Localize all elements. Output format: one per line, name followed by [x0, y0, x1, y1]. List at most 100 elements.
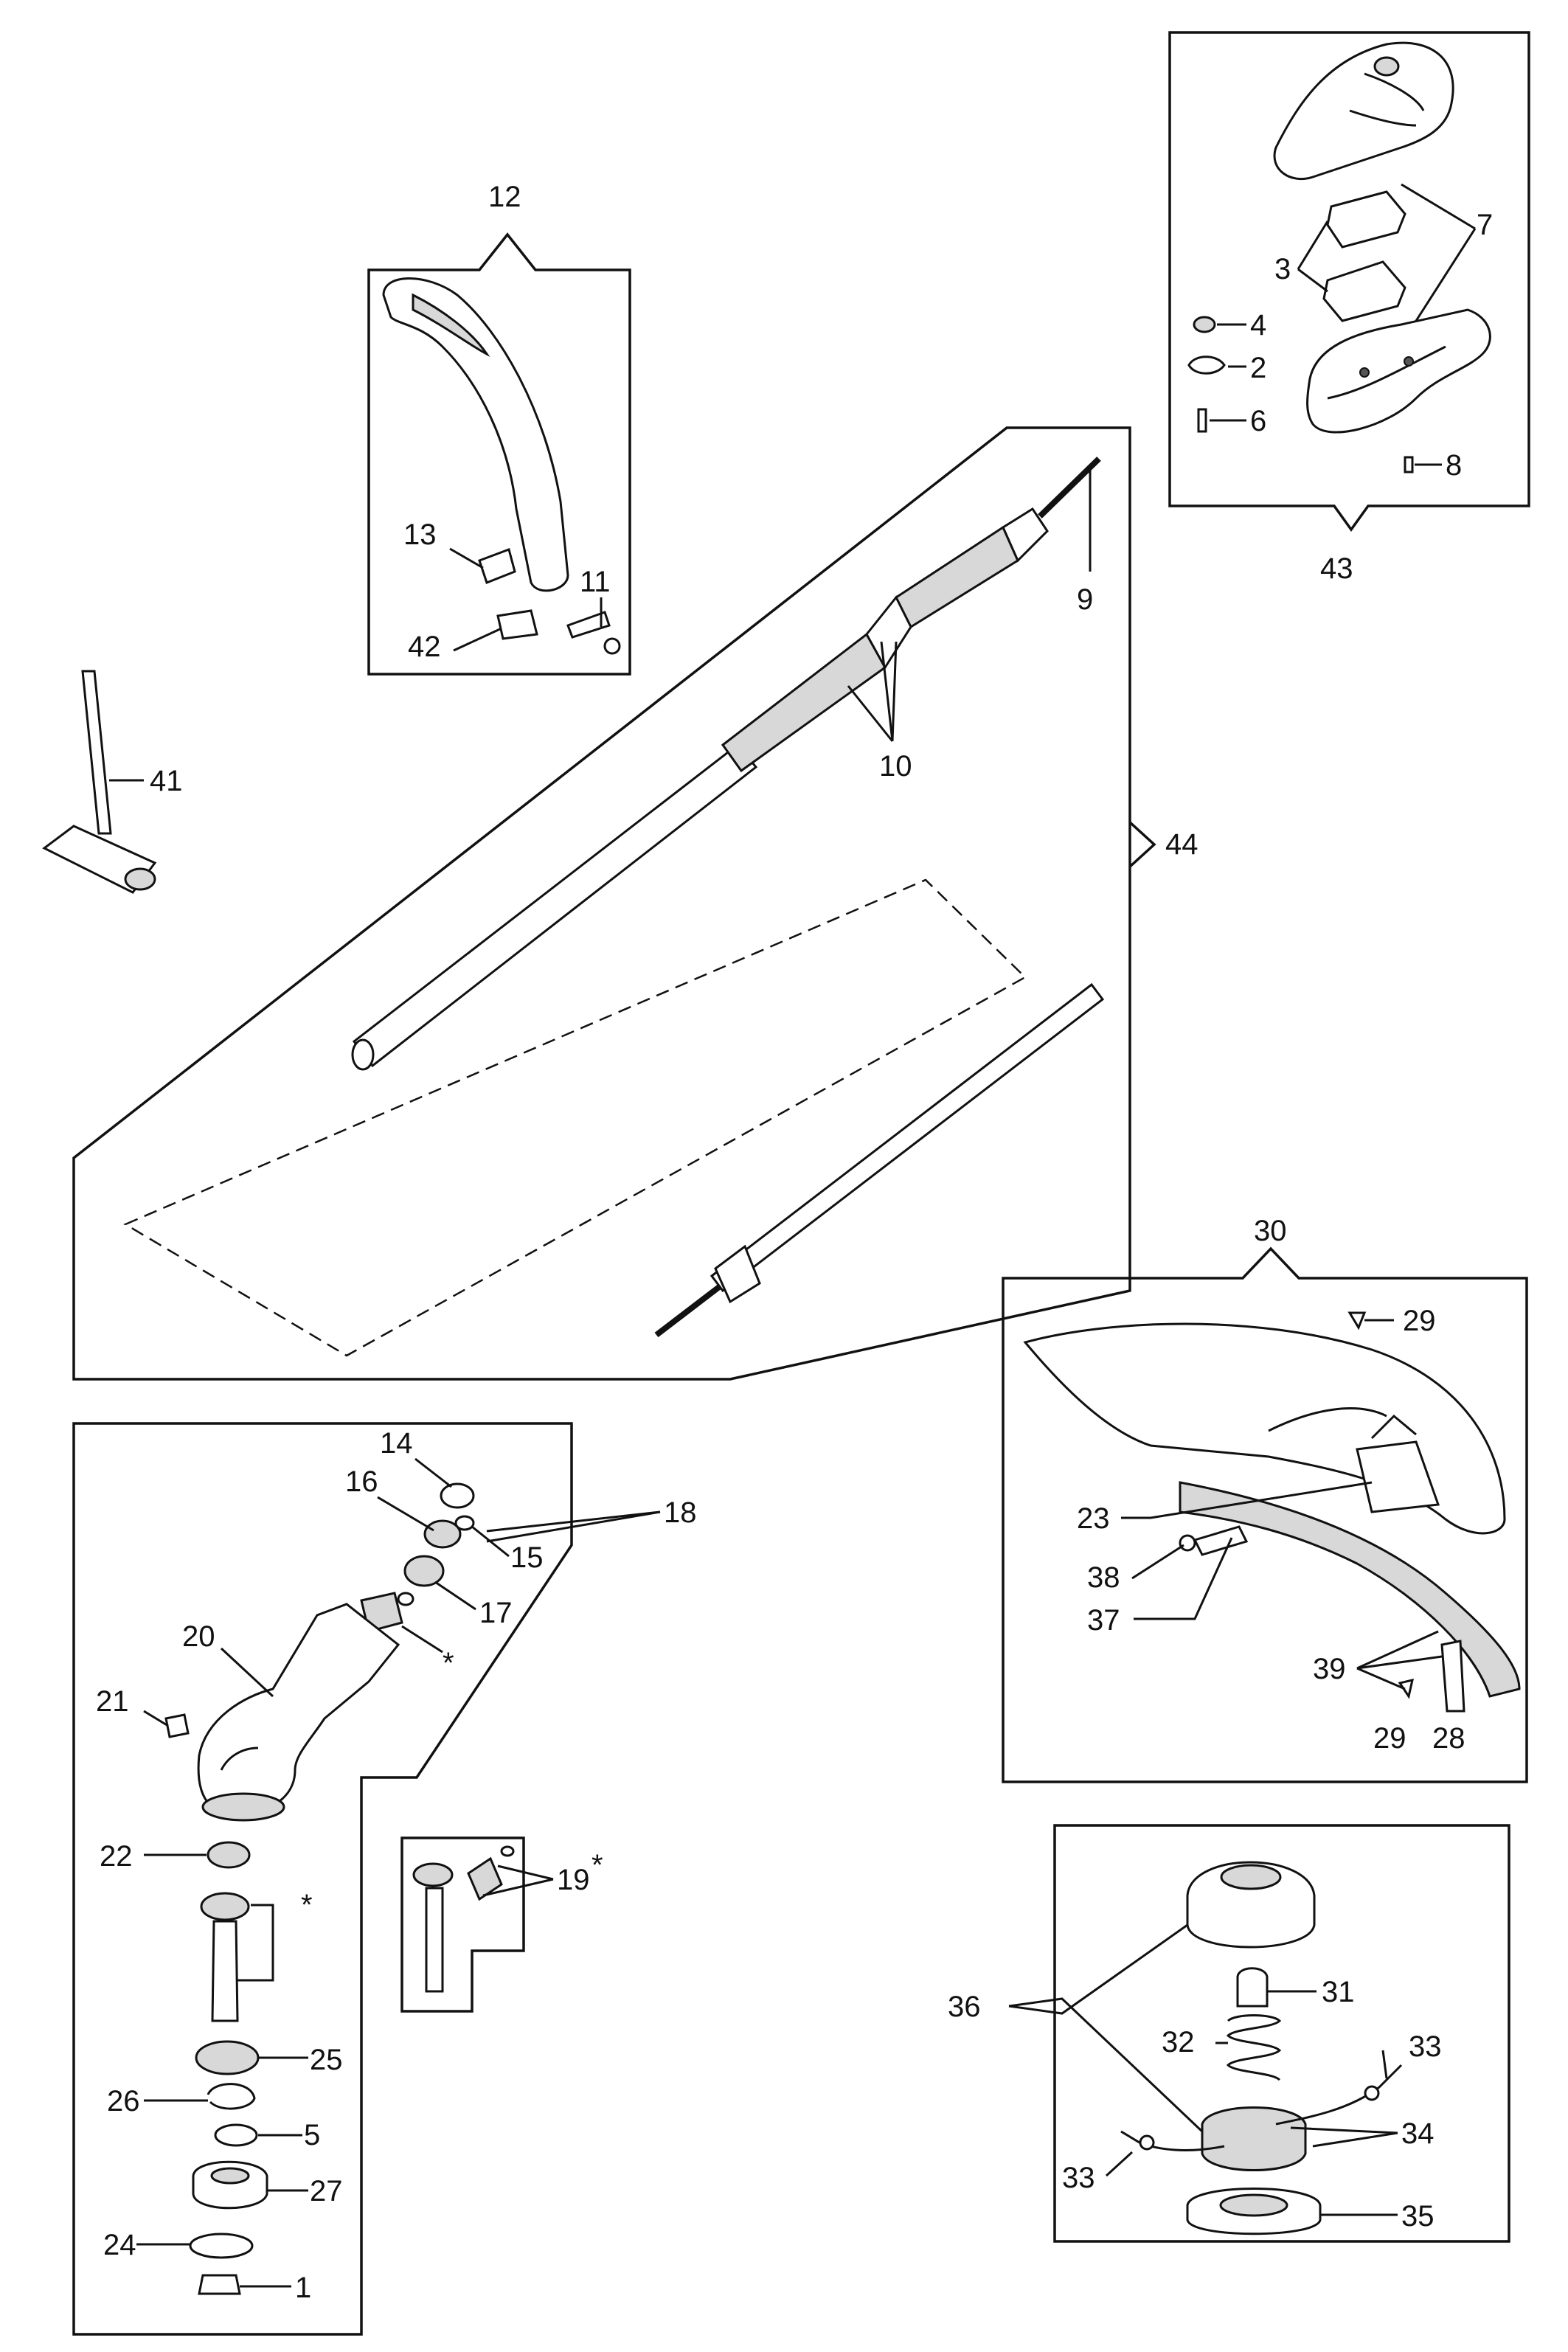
label-4: 4 [1250, 309, 1266, 341]
label-32: 32 [1162, 2026, 1195, 2058]
label-10: 10 [879, 750, 912, 783]
group-44-frame [72, 426, 1156, 1381]
label-8: 8 [1446, 449, 1462, 482]
label-star-3: * [592, 1849, 603, 1881]
group-30-guard: 30 29 23 38 37 39 29 28 [1002, 1215, 1528, 1783]
label-33-right: 33 [1409, 2030, 1442, 2063]
label-24: 24 [103, 2229, 136, 2261]
group-43-handle-grip: 7 3 4 2 6 8 43 [1168, 31, 1530, 585]
label-13: 13 [403, 518, 437, 551]
label-20: 20 [182, 1620, 215, 1653]
label-36: 36 [948, 1991, 981, 2023]
group-19-frame [400, 1836, 525, 2013]
label-22: 22 [100, 1840, 133, 1873]
part-37-bolt [1193, 1525, 1249, 1556]
part-22-bearing [207, 1841, 251, 1869]
part-44-tube [352, 743, 758, 1068]
label-star-1: * [443, 1647, 454, 1679]
part-11-bolt [566, 611, 611, 639]
part-17-bearing [403, 1555, 445, 1587]
part-20-gear-housing [197, 1603, 400, 1816]
label-3: 3 [1274, 253, 1291, 285]
part-23-plate [1356, 1440, 1440, 1513]
part-14-o-ring [440, 1482, 475, 1509]
part-28-blade [1440, 1640, 1465, 1713]
label-25: 25 [310, 2044, 343, 2076]
part-13-plate [478, 548, 516, 584]
part-39-guard-skirt [1179, 1481, 1521, 1698]
label-14: 14 [380, 1427, 413, 1460]
part-6-screw [1197, 408, 1207, 433]
label-6: 6 [1250, 405, 1266, 437]
part-19-pinion [467, 1856, 503, 1901]
part-4-nut [1193, 316, 1216, 333]
part-7-upper-shell [1273, 41, 1454, 181]
label-1: 1 [295, 2272, 311, 2304]
label-21: 21 [96, 1685, 129, 1718]
label-29-top: 29 [1403, 1305, 1436, 1337]
part-bevel-gear [200, 1892, 250, 1921]
label-41: 41 [150, 765, 183, 797]
part-31-knob [1236, 1967, 1269, 2008]
group-30-frame [1002, 1246, 1528, 1783]
part-3-clamp-lower [1322, 260, 1406, 322]
group-44-shaft-tube: 9 10 44 [72, 426, 1198, 1381]
label-9: 9 [1077, 583, 1093, 616]
label-15: 15 [510, 1541, 544, 1574]
label-27: 27 [310, 2175, 343, 2207]
group-12-loop-handle: 12 13 11 42 [367, 181, 631, 676]
part-26-circlip [207, 2083, 256, 2110]
label-44: 44 [1165, 828, 1198, 861]
label-31: 31 [1322, 1976, 1355, 2008]
part-42-nut-block [496, 609, 538, 640]
part-19-bevel-gear [412, 1862, 454, 1887]
group-12-frame [367, 232, 631, 676]
part-29-screw-top [1347, 1311, 1367, 1331]
part-21-plug [164, 1713, 190, 1738]
part-41-t-wrench: 41 [42, 670, 183, 894]
group-19-gear-set: 19 * [400, 1836, 603, 2013]
label-11: 11 [580, 566, 611, 598]
alt-shaft-outline [123, 878, 1027, 1357]
label-43: 43 [1320, 552, 1353, 585]
group-36-frame [1053, 1824, 1510, 2243]
label-29-bottom: 29 [1373, 1722, 1406, 1755]
part-44-alt-tube [710, 982, 1105, 1293]
label-35: 35 [1401, 2200, 1435, 2233]
label-12: 12 [488, 181, 521, 213]
label-33-left: 33 [1062, 2162, 1095, 2194]
label-17: 17 [479, 1597, 513, 1629]
group-43-frame [1168, 31, 1530, 532]
part-5-ring [214, 2123, 258, 2147]
part-36-cover [1186, 1861, 1316, 1949]
label-26: 26 [107, 2085, 140, 2117]
part-2-clip [1187, 355, 1226, 375]
label-42: 42 [408, 631, 441, 663]
part-8-screw [1404, 456, 1414, 473]
part-output-shaft [211, 1920, 239, 2022]
label-39: 39 [1313, 1653, 1346, 1685]
label-star-2: * [301, 1889, 313, 1921]
group-18-frame [72, 1422, 573, 2336]
group-18-gear-head: 14 16 15 17 18 * 20 21 22 * 25 26 5 27 2… [72, 1422, 697, 2336]
part-38-washer [1179, 1534, 1196, 1552]
label-34: 34 [1401, 2117, 1435, 2150]
label-5: 5 [304, 2119, 320, 2151]
part-3-clamp-upper [1326, 190, 1406, 249]
label-18: 18 [664, 1496, 697, 1529]
part-16-bearing [423, 1519, 462, 1549]
label-23: 23 [1077, 1502, 1110, 1535]
group-36-trimmer-head: 31 32 33 34 33 35 36 [948, 1824, 1510, 2243]
part-24-cup [189, 2233, 254, 2259]
part-34-spool [1201, 2106, 1307, 2171]
label-7: 7 [1477, 209, 1493, 241]
label-16: 16 [345, 1465, 378, 1498]
part-1-nut [198, 2274, 241, 2295]
part-10-sleeve-upper [895, 525, 1019, 629]
label-30: 30 [1254, 1215, 1287, 1247]
label-2: 2 [1250, 352, 1266, 384]
part-25-bearing [195, 2040, 260, 2075]
part-12-loop-handle [382, 277, 569, 592]
label-38: 38 [1087, 1561, 1120, 1594]
